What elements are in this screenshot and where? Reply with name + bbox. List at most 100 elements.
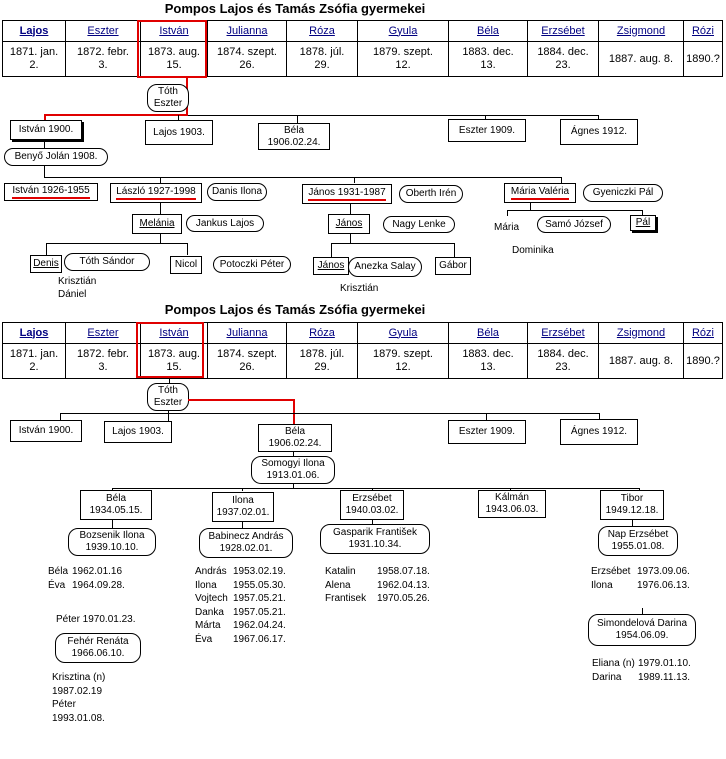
- child-name-cell[interactable]: Julianna: [207, 20, 287, 42]
- spouse-feher-renata: Fehér Renáta 1966.06.10.: [55, 633, 141, 663]
- child-name-cell[interactable]: Róza: [286, 20, 358, 42]
- child-name-link[interactable]: Béla: [476, 24, 500, 37]
- child-name-cell[interactable]: Erzsébet: [527, 322, 599, 344]
- spouse-babinecz-andras: Babinecz András 1928.02.01.: [199, 528, 293, 558]
- person-date: 1953.02.19.: [233, 566, 286, 577]
- list-item: Éva 1967.06.17.: [195, 633, 286, 647]
- child-name-link[interactable]: Rózi: [691, 24, 714, 37]
- child-name-cell[interactable]: Eszter: [65, 322, 141, 344]
- child-name-link[interactable]: Julianna: [226, 326, 268, 339]
- connector: [46, 243, 47, 255]
- child-name-cell[interactable]: Gyula: [357, 20, 449, 42]
- spouse-gyeniczki-pal: Gyeniczki Pál: [583, 184, 663, 202]
- connector: [44, 140, 45, 148]
- child-name-cell[interactable]: Eszter: [65, 20, 141, 42]
- grandchild-krisztian: Krisztián: [340, 283, 379, 294]
- connector: [639, 488, 640, 491]
- person-name: András: [195, 566, 227, 577]
- child-name-cell[interactable]: István: [140, 322, 208, 344]
- connector: [354, 177, 355, 183]
- child-name-link[interactable]: Erzsébet: [541, 24, 585, 37]
- connector: [510, 488, 511, 491]
- child-name-link[interactable]: Eszter: [87, 24, 119, 37]
- person-bela-1906-2: Béla 1906.02.24.: [258, 424, 332, 452]
- child-name-cell[interactable]: Lajos: [2, 322, 66, 344]
- child-name-cell[interactable]: Rózi: [683, 20, 723, 42]
- child-name-link[interactable]: Gyula: [388, 326, 418, 339]
- child-name-cell[interactable]: Gyula: [357, 322, 449, 344]
- spouse-simondelova-darina: Simondelová Darina 1954.06.09.: [588, 614, 696, 646]
- person-peter-1970: Péter 1970.01.23.: [56, 614, 136, 625]
- child-name-cell[interactable]: Zsigmond: [598, 20, 684, 42]
- child-name-cell[interactable]: Róza: [286, 322, 358, 344]
- spouse-gasparik-frantisek: Gasparik František 1931.10.34.: [320, 524, 430, 554]
- person-date: 1967.06.17.: [233, 633, 286, 645]
- child-name-link[interactable]: Gyula: [388, 24, 418, 37]
- child-name-cell[interactable]: Lajos: [2, 20, 66, 42]
- child-birth-date: 1878. júl. 29.: [286, 343, 358, 379]
- child-name-link[interactable]: Erzsébet: [541, 326, 585, 339]
- connector: [112, 488, 113, 491]
- connector: [188, 399, 295, 401]
- children-table: Lajos Eszter István Julianna Róza Gyula Béla Er…: [2, 20, 723, 77]
- child-birth-date: 1883. dec. 13.: [448, 343, 528, 379]
- child-name-link[interactable]: Rózi: [691, 326, 714, 339]
- child-name-cell[interactable]: Julianna: [207, 322, 287, 344]
- connector: [507, 210, 508, 216]
- connector: [485, 115, 486, 120]
- person-agnes-1912-2: Ágnes 1912.: [560, 419, 638, 445]
- connector: [632, 520, 633, 526]
- children-table-2: Lajos Eszter István Julianna Róza Gyula Béla Er…: [2, 322, 723, 379]
- child-name-link[interactable]: Lajos: [19, 326, 49, 339]
- child-birth-date: 1884. dec. 23.: [527, 41, 599, 77]
- spouse-nagy-lenke: Nagy Lenke: [383, 216, 455, 233]
- child-birth-date: 1890.?: [683, 41, 723, 77]
- child-name-link[interactable]: Julianna: [226, 24, 268, 37]
- child-name-cell[interactable]: Zsigmond: [598, 322, 684, 344]
- connector: [331, 243, 455, 244]
- child-name-cell[interactable]: Erzsébet: [527, 20, 599, 42]
- child-name-link[interactable]: Eszter: [87, 326, 119, 339]
- child-name-link[interactable]: Béla: [476, 326, 500, 339]
- child-name-cell[interactable]: István: [140, 20, 208, 42]
- connector: [486, 413, 487, 420]
- connector: [44, 166, 45, 178]
- connector: [598, 115, 599, 120]
- child-name-cell[interactable]: Béla: [448, 20, 528, 42]
- person-date: 1970.05.26.: [377, 593, 430, 604]
- person-date: 1962.04.13.: [377, 579, 430, 591]
- connector: [178, 115, 179, 123]
- connector: [599, 413, 600, 420]
- child-name-link[interactable]: István: [159, 326, 189, 339]
- person-pal: Pál: [630, 215, 656, 231]
- child-name-cell[interactable]: Rózi: [683, 322, 723, 344]
- child-name-link[interactable]: Zsigmond: [616, 24, 666, 37]
- spouse-oberth-iren: Oberth Irén: [399, 185, 463, 203]
- child-birth-date: 1887. aug. 8.: [598, 343, 684, 379]
- children-peter: Krisztina (n) 1987.02.19 Péter 1993.01.0…: [52, 672, 106, 724]
- connector: [44, 114, 188, 116]
- child-birth-date: 1872. febr. 3.: [65, 41, 141, 77]
- child-name-link[interactable]: Lajos: [19, 24, 49, 37]
- person-date: 1962.04.24.: [233, 620, 286, 631]
- child-name-link[interactable]: Zsigmond: [616, 326, 666, 339]
- person-date: 1962.01.16: [72, 566, 123, 577]
- person-maria-valeria: Mária Valéria: [504, 183, 576, 203]
- list-item: Eliana (n)1979.01.10.: [592, 657, 691, 671]
- person-name: Éva: [195, 633, 213, 645]
- child-name-link[interactable]: Róza: [309, 326, 335, 339]
- child-name-link[interactable]: Róza: [309, 24, 335, 37]
- connector: [44, 177, 562, 178]
- child-name-cell[interactable]: Béla: [448, 322, 528, 344]
- page-title: Pompos Lajos és Tamás Zsófia gyermekei: [164, 1, 426, 16]
- connector: [372, 488, 373, 491]
- child-name-link[interactable]: István: [159, 24, 189, 37]
- list-item: András 1953.02.19.: [195, 565, 286, 579]
- child-birth-date: 1879. szept. 12.: [357, 343, 449, 379]
